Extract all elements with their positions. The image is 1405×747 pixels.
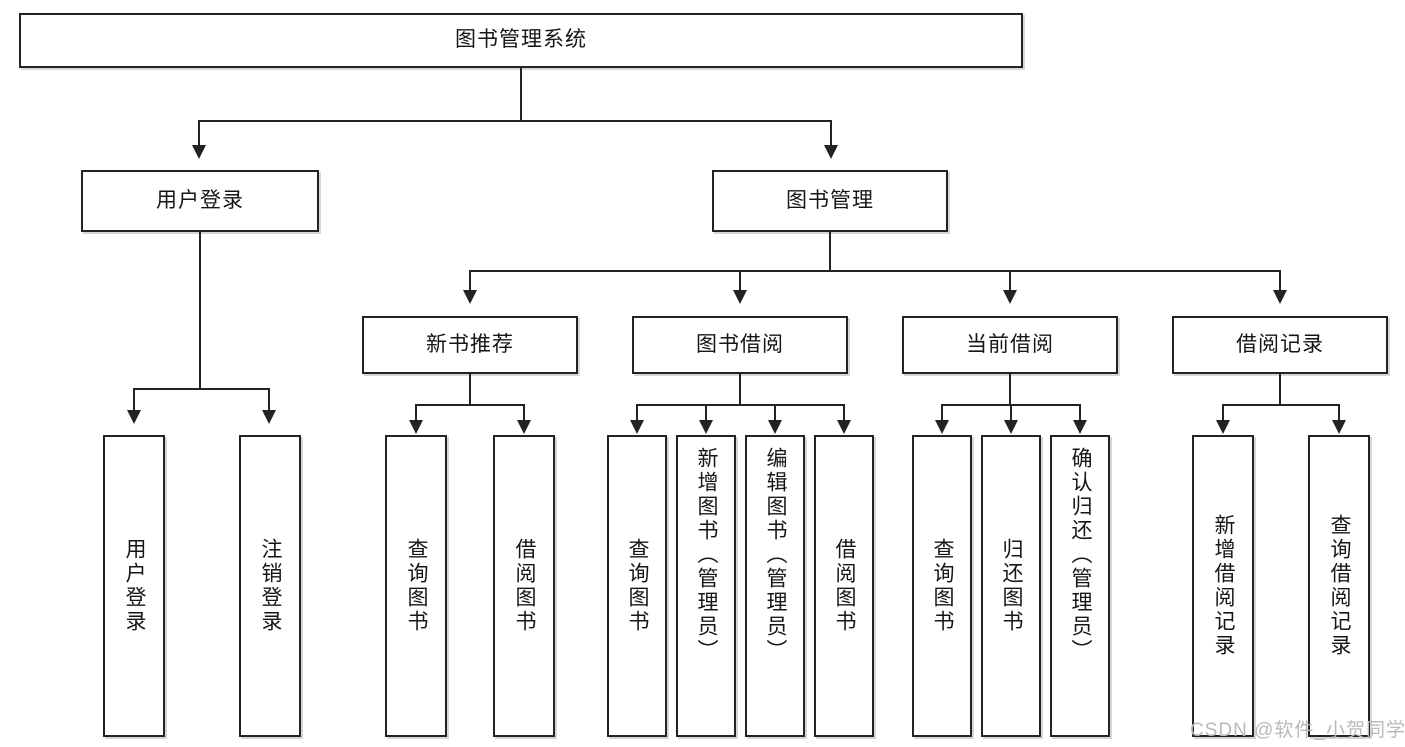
- connector-root-bus: [198, 120, 832, 122]
- connector-drop-new-book: [469, 270, 471, 292]
- connector-drop-user-login: [198, 120, 200, 148]
- node-label: 借阅图书: [833, 538, 857, 634]
- arrow-book-manage: [824, 145, 838, 159]
- node-label: 借阅图书: [513, 538, 537, 634]
- leaf-query-book-current[interactable]: 查询图书: [912, 435, 972, 737]
- connector-drop-leaf-c2: [1010, 404, 1012, 423]
- arrow-book-borrow: [733, 290, 747, 304]
- node-label: 新增图书（管理员）: [695, 447, 719, 663]
- node-label: 查询图书: [405, 538, 429, 634]
- connector-drop-leaf-c1: [941, 404, 943, 423]
- node-label: 图书管理系统: [455, 28, 587, 52]
- connector-user-login-bus: [133, 388, 269, 390]
- leaf-add-borrow-record[interactable]: 新增借阅记录: [1192, 435, 1254, 737]
- connector-drop-leaf-c3: [1079, 404, 1081, 423]
- arrow-leaf-c2: [1004, 420, 1018, 434]
- csdn-watermark: CSDN @软件_小贺同学: [1190, 720, 1405, 741]
- connector-current-borrow-stem: [1009, 374, 1011, 404]
- connector-user-login-stem: [199, 232, 201, 388]
- node-new-book-recommend[interactable]: 新书推荐: [362, 316, 578, 374]
- node-current-borrow[interactable]: 当前借阅: [902, 316, 1118, 374]
- node-label: 注销登录: [259, 538, 283, 634]
- connector-drop-book-borrow: [739, 270, 741, 292]
- leaf-query-book-borrow[interactable]: 查询图书: [607, 435, 667, 737]
- arrow-leaf-b1: [630, 420, 644, 434]
- arrow-leaf-r2: [1332, 420, 1346, 434]
- node-label: 借阅记录: [1236, 332, 1324, 356]
- node-label: 确认归还（管理员）: [1069, 447, 1093, 663]
- arrow-leaf-c3: [1073, 420, 1087, 434]
- connector-drop-leaf-r1: [1222, 404, 1224, 423]
- arrow-leaf-u2: [262, 410, 276, 424]
- connector-drop-leaf-b1: [636, 404, 638, 423]
- connector-drop-book-manage: [830, 120, 832, 148]
- node-label: 用户登录: [156, 188, 244, 212]
- connector-drop-current-borrow: [1009, 270, 1011, 292]
- connector-drop-leaf-n1: [415, 404, 417, 423]
- connector-book-manage-stem: [829, 232, 831, 270]
- leaf-borrow-book-recommend[interactable]: 借阅图书: [493, 435, 555, 737]
- connector-borrow-record-bus: [1222, 404, 1340, 406]
- arrow-leaf-b3: [768, 420, 782, 434]
- leaf-add-book-admin[interactable]: 新增图书（管理员）: [676, 435, 736, 737]
- arrow-new-book: [463, 290, 477, 304]
- node-label: 新书推荐: [426, 332, 514, 356]
- node-label: 编辑图书（管理员）: [764, 447, 788, 663]
- node-label: 归还图书: [1000, 538, 1024, 634]
- leaf-edit-book-admin[interactable]: 编辑图书（管理员）: [745, 435, 805, 737]
- connector-drop-leaf-b4: [843, 404, 845, 423]
- connector-drop-leaf-r2: [1338, 404, 1340, 423]
- leaf-logout[interactable]: 注销登录: [239, 435, 301, 737]
- arrow-leaf-b4: [837, 420, 851, 434]
- node-label: 查询图书: [931, 538, 955, 634]
- connector-level3-bus: [469, 270, 1281, 272]
- connector-book-borrow-bus: [636, 404, 844, 406]
- arrow-leaf-u1: [127, 410, 141, 424]
- leaf-query-book-recommend[interactable]: 查询图书: [385, 435, 447, 737]
- node-borrow-record[interactable]: 借阅记录: [1172, 316, 1388, 374]
- connector-root-stem: [520, 68, 522, 120]
- node-user-login[interactable]: 用户登录: [81, 170, 319, 232]
- leaf-borrow-book[interactable]: 借阅图书: [814, 435, 874, 737]
- arrow-leaf-n2: [517, 420, 531, 434]
- node-label: 查询借阅记录: [1328, 514, 1352, 658]
- arrow-leaf-c1: [935, 420, 949, 434]
- arrow-leaf-b2: [699, 420, 713, 434]
- connector-drop-borrow-record: [1279, 270, 1281, 292]
- connector-drop-leaf-b2: [705, 404, 707, 423]
- connector-drop-leaf-n2: [523, 404, 525, 423]
- arrow-leaf-n1: [409, 420, 423, 434]
- leaf-return-book[interactable]: 归还图书: [981, 435, 1041, 737]
- connector-drop-leaf-u1: [133, 388, 135, 413]
- arrow-borrow-record: [1273, 290, 1287, 304]
- leaf-confirm-return-admin[interactable]: 确认归还（管理员）: [1050, 435, 1110, 737]
- leaf-query-borrow-record[interactable]: 查询借阅记录: [1308, 435, 1370, 737]
- connector-book-borrow-stem: [739, 374, 741, 404]
- node-book-management[interactable]: 图书管理: [712, 170, 948, 232]
- connector-new-book-stem: [469, 374, 471, 404]
- node-label: 新增借阅记录: [1212, 514, 1236, 658]
- arrow-user-login: [192, 145, 206, 159]
- arrow-leaf-r1: [1216, 420, 1230, 434]
- node-root-library-system[interactable]: 图书管理系统: [19, 13, 1023, 68]
- connector-new-book-bus: [415, 404, 525, 406]
- node-label: 当前借阅: [966, 332, 1054, 356]
- leaf-user-login[interactable]: 用户登录: [103, 435, 165, 737]
- connector-borrow-record-stem: [1279, 374, 1281, 404]
- node-label: 查询图书: [626, 538, 650, 634]
- arrow-current-borrow: [1003, 290, 1017, 304]
- node-label: 图书借阅: [696, 332, 784, 356]
- node-label: 用户登录: [123, 538, 147, 634]
- node-label: 图书管理: [786, 188, 874, 212]
- connector-drop-leaf-b3: [774, 404, 776, 423]
- node-book-borrow[interactable]: 图书借阅: [632, 316, 848, 374]
- connector-drop-leaf-u2: [268, 388, 270, 413]
